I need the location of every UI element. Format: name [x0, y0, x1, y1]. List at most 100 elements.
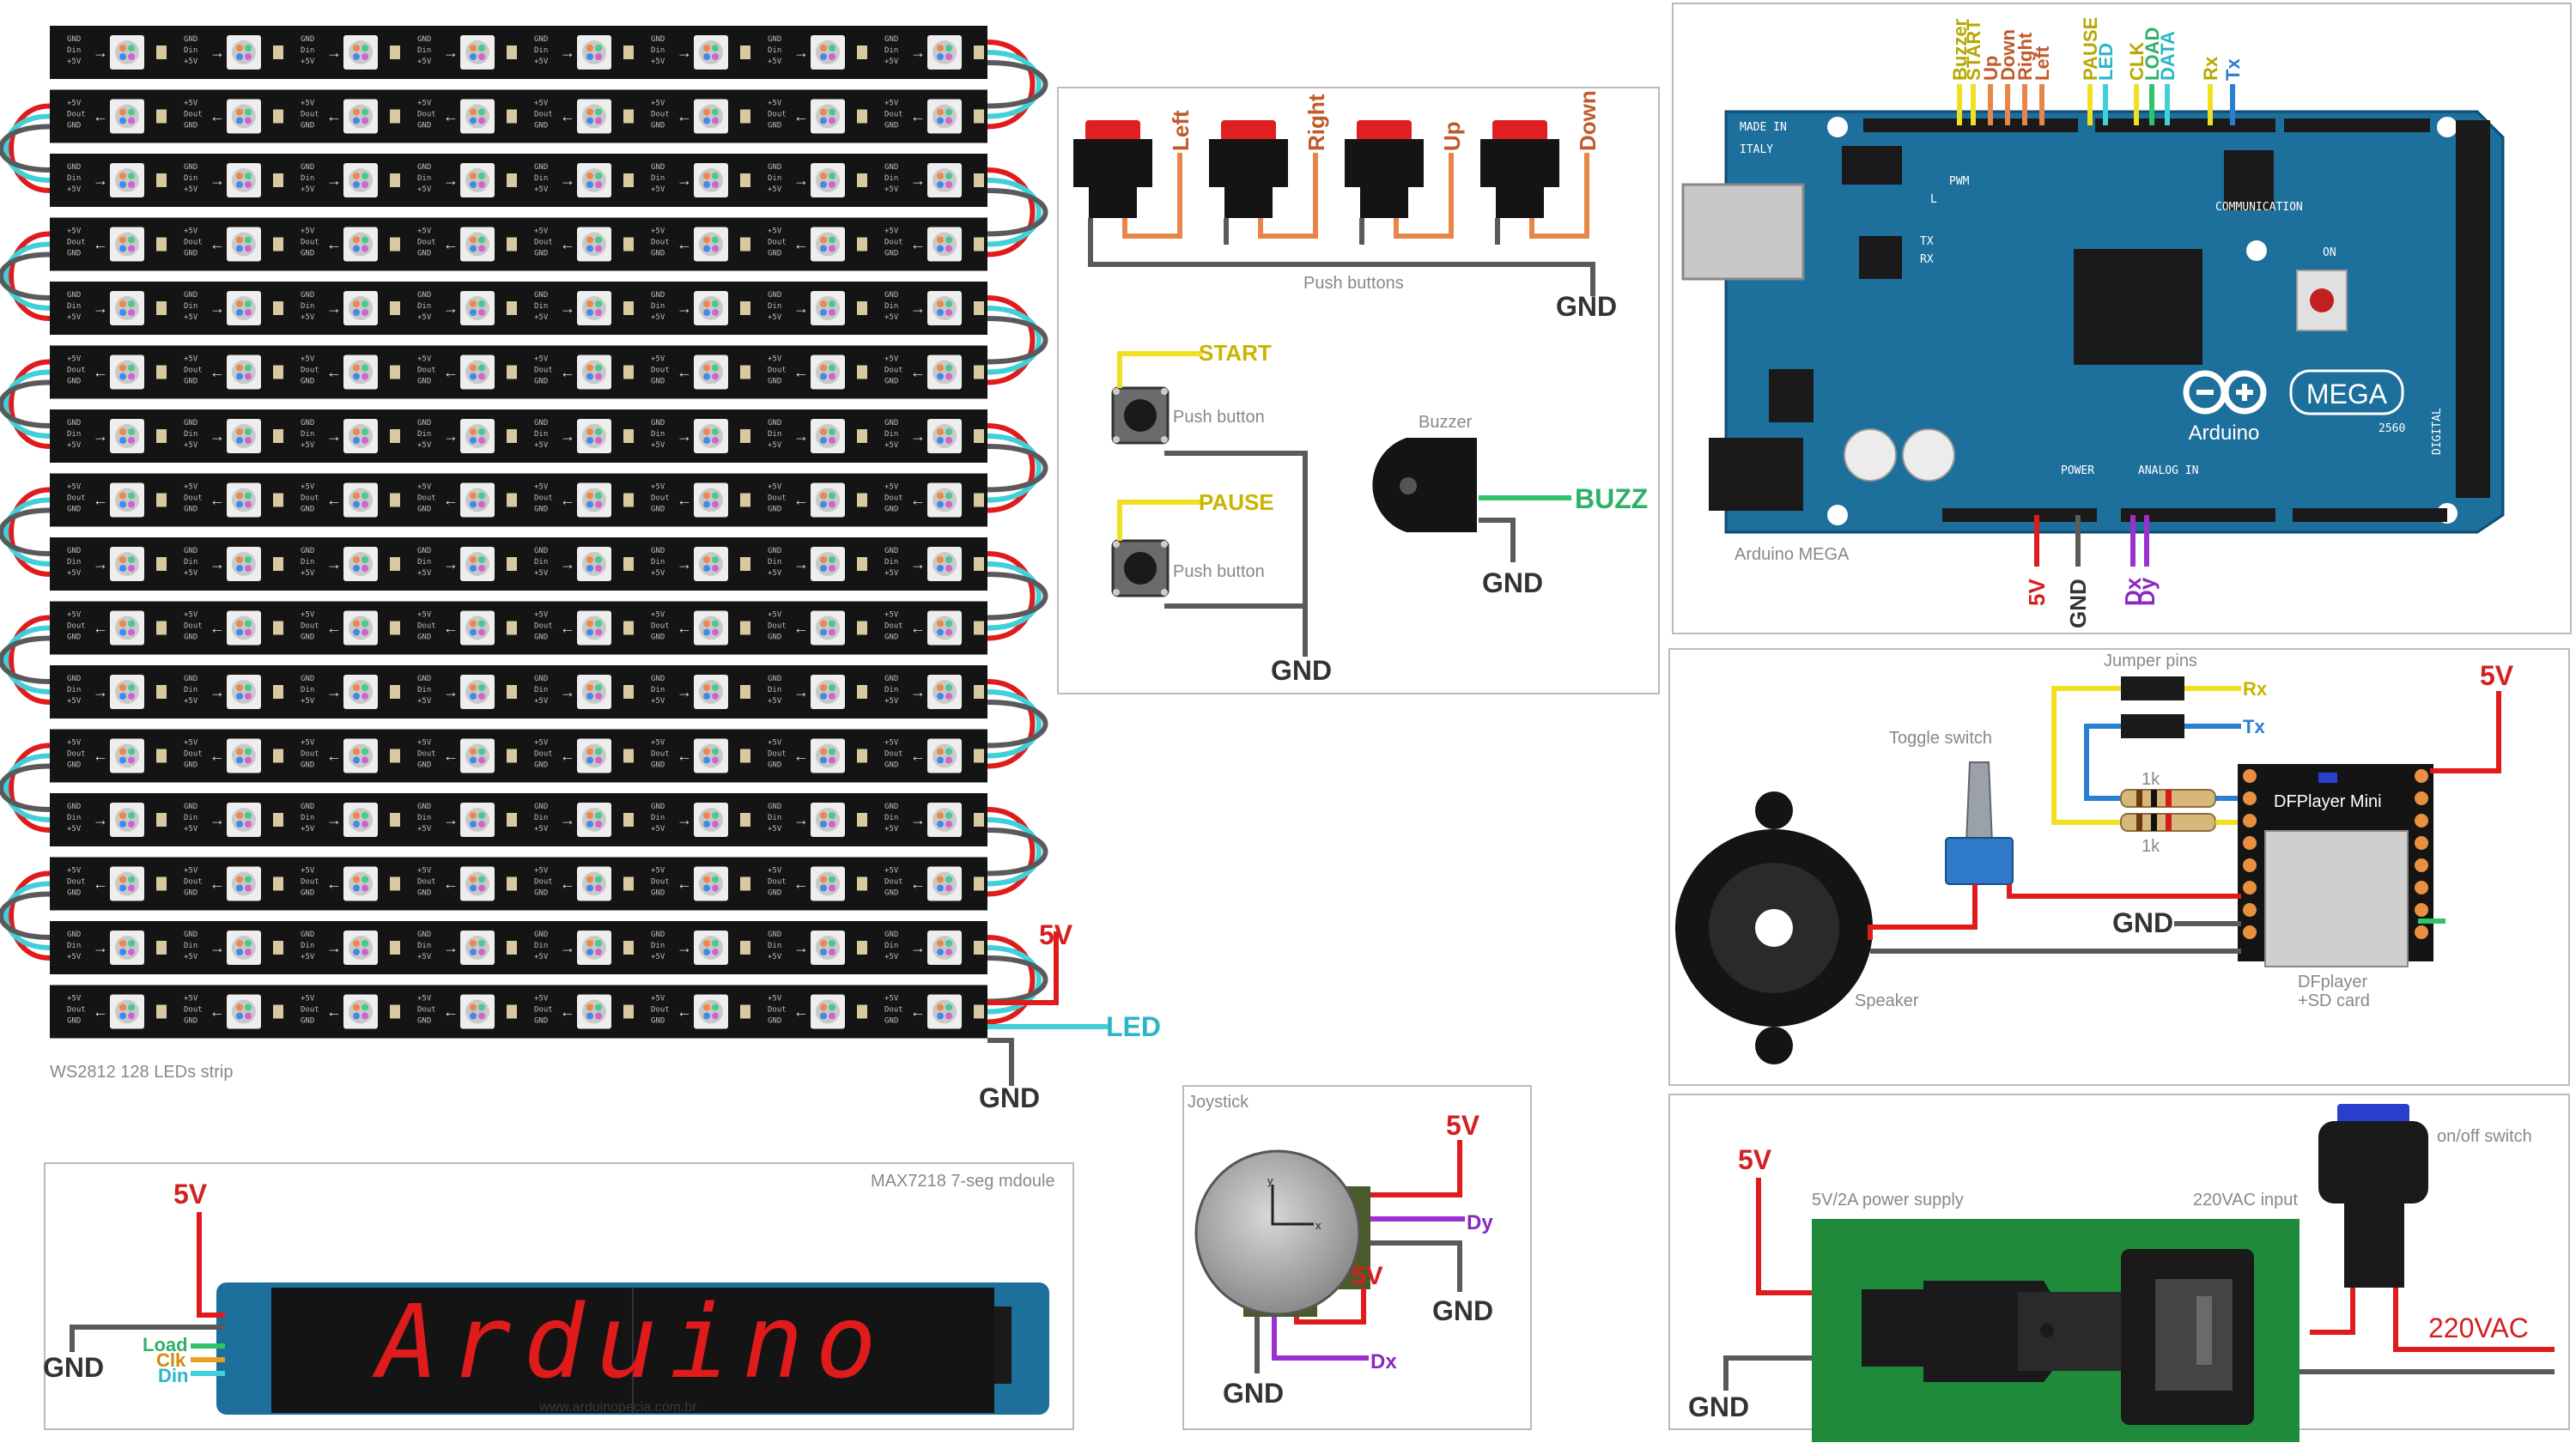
led-die: [353, 812, 360, 819]
led-lens: [699, 40, 723, 64]
strip-pad-label: +5V: [184, 185, 198, 194]
led-lens: [933, 615, 957, 640]
led-die: [478, 812, 485, 819]
led-die: [945, 53, 952, 60]
led-lens: [465, 615, 489, 640]
led-die: [703, 884, 710, 892]
strip-pad-label: Dout: [884, 1006, 903, 1015]
led-lens: [933, 168, 957, 192]
smd-cap: [390, 493, 400, 507]
strip-pad-label: Dout: [534, 750, 553, 759]
led-die: [945, 181, 952, 188]
strip-pad-label: Din: [651, 686, 665, 694]
arrow-left-icon: ←: [93, 876, 108, 893]
strip-pad-label: Din: [417, 302, 431, 311]
led-pixel: [927, 291, 962, 325]
arduino-brand: Arduino: [2189, 421, 2260, 445]
df-pin-left: [2243, 814, 2257, 828]
led-pixel: [927, 482, 962, 518]
led-die: [128, 309, 135, 316]
strip-pad-label: GND: [534, 419, 548, 427]
strip-pad-label: Dout: [651, 750, 670, 759]
strip-pad-label: GND: [67, 889, 81, 898]
arrow-right-icon: →: [910, 555, 926, 573]
smd-cap: [857, 941, 867, 955]
strip-pad-label: +5V: [301, 100, 315, 108]
start-label: START: [1199, 340, 1272, 366]
strip-pad-label: +5V: [651, 569, 665, 578]
arrow-left-icon: ←: [793, 876, 809, 893]
led-pixel: [110, 355, 144, 390]
led-die: [820, 565, 827, 572]
max7218-watermark: www.arduinopecia.com.br: [538, 1400, 697, 1415]
led-die: [945, 1012, 952, 1020]
button-body: [1209, 139, 1288, 187]
strip-pad-label: GND: [768, 419, 781, 427]
strip-pad-label: +5V: [651, 313, 665, 322]
digital-label: DIGITAL: [2431, 408, 2444, 455]
led-die: [595, 108, 602, 116]
led-lens: [699, 104, 723, 129]
led-lens: [816, 168, 840, 192]
joystick-axis-x: x: [1315, 1219, 1321, 1232]
led-pixel: [694, 163, 728, 197]
led-die: [128, 949, 135, 955]
usb-port: [1681, 183, 1805, 281]
strip-row: +5VDoutGND←+5VDoutGND←+5VDoutGND←+5VDout…: [50, 601, 987, 655]
button-signal-wire: [1394, 153, 1454, 239]
strip-pad-label: Din: [67, 174, 81, 183]
strip-pad-label: Dout: [184, 494, 203, 503]
led-die: [820, 556, 827, 563]
arrow-right-icon: →: [560, 427, 575, 445]
led-lens: [232, 40, 256, 64]
led-die: [361, 1012, 368, 1020]
strip-pad-label: GND: [651, 1017, 665, 1026]
led-die: [478, 949, 485, 955]
led-die: [119, 173, 126, 179]
led-die: [128, 437, 135, 444]
strip-pad-label: +5V: [884, 825, 899, 834]
max-5v-label: 5V: [173, 1179, 208, 1210]
led-die: [829, 428, 835, 435]
smd-cap: [273, 685, 283, 699]
led-lens: [582, 680, 606, 704]
led-lens: [465, 424, 489, 448]
led-die: [245, 309, 252, 316]
strip-pad-label: Dout: [417, 494, 436, 503]
strip-pad-label: +5V: [884, 995, 899, 1003]
led-lens: [349, 871, 373, 896]
led-pixel: [460, 419, 495, 453]
strip-pad-label: GND: [651, 35, 665, 44]
led-die: [119, 45, 126, 52]
led-pixel: [694, 419, 728, 453]
led-die: [361, 949, 368, 955]
led-die: [245, 373, 252, 380]
strip-pad-label: +5V: [651, 825, 665, 834]
arrow-right-icon: →: [93, 811, 108, 828]
strip-pad-label: Dout: [301, 878, 319, 887]
psu-gnd-label: GND: [1688, 1391, 1749, 1422]
strip-pad-label: Dout: [184, 750, 203, 759]
buttons-gnd-label: GND: [1556, 291, 1617, 322]
max-5v-wire: [197, 1212, 225, 1318]
led-pixel: [577, 163, 611, 197]
arrow-right-icon: →: [910, 172, 926, 189]
led-pixel: [460, 866, 495, 901]
strip-pad-label: +5V: [651, 995, 665, 1003]
led-die: [470, 236, 477, 244]
led-pixel: [811, 931, 845, 965]
led-die: [703, 1012, 710, 1020]
strip-loop-wire: [987, 316, 1048, 365]
arrow-left-icon: ←: [443, 108, 459, 125]
led-die: [470, 949, 477, 955]
strip-pad-label: GND: [67, 378, 81, 386]
speaker: [1675, 791, 1873, 1064]
strip-row: GNDDin+5V→GNDDin+5V→GNDDin+5V→GNDDin+5V→…: [50, 282, 987, 335]
led-die: [236, 173, 243, 179]
